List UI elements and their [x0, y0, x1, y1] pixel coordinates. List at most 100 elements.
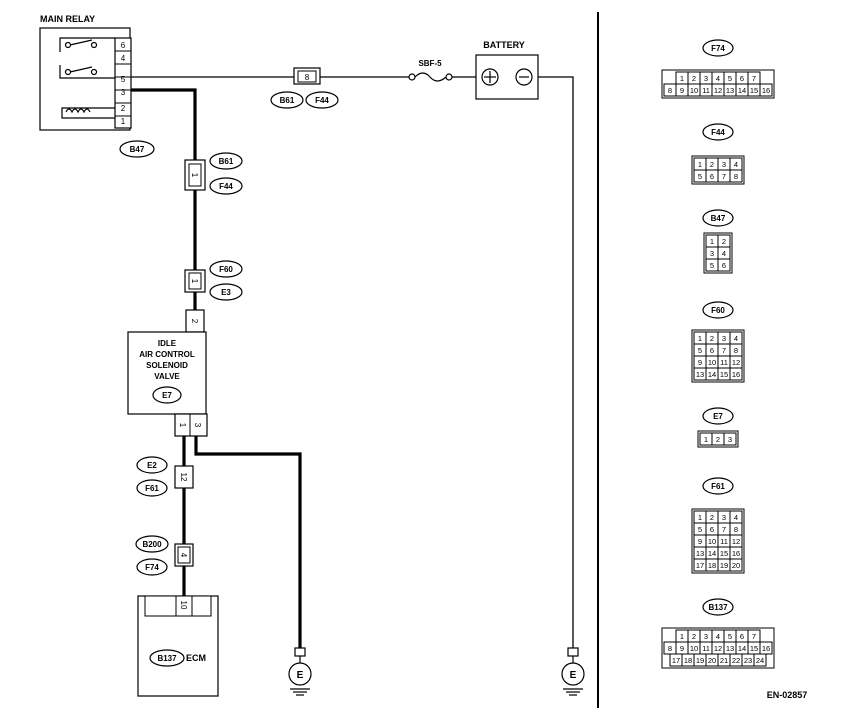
iacv: 2 IDLE AIR CONTROL SOLENOID VALVE E7 1 3 — [127, 309, 208, 437]
main-relay-pin-column — [114, 37, 132, 129]
connector-pin: 2 — [710, 160, 714, 169]
connector-pin: 5 — [710, 261, 714, 270]
connector-pin: 13 — [696, 549, 704, 558]
joint-f60-e3-top-label: F60 — [219, 265, 233, 274]
connector-pin: 8 — [668, 644, 672, 653]
figure-id: EN-02857 — [767, 690, 808, 700]
connector-pin: 8 — [668, 86, 672, 95]
connector-pin: 3 — [722, 160, 726, 169]
main-relay-pin-5: 5 — [121, 75, 126, 84]
connector-pin: 3 — [710, 249, 714, 258]
joint-e2-f61: 12 E2 F61 — [136, 456, 194, 497]
connector-pin: 20 — [708, 656, 716, 665]
connector-pin: 5 — [728, 632, 732, 641]
main-relay-pin-3: 3 — [121, 88, 126, 97]
fuse-label: SBF-5 — [418, 59, 442, 68]
connector-pin: 3 — [728, 435, 732, 444]
connector-pin: 9 — [680, 86, 684, 95]
connector-pin: 1 — [680, 632, 684, 641]
connector-pin: 11 — [702, 86, 710, 95]
connector-pin: 20 — [732, 561, 740, 570]
joint-f60-e3-bottom-label: E3 — [221, 288, 231, 297]
ecm-connector-label: B137 — [157, 654, 177, 663]
connector-pin: 5 — [698, 525, 702, 534]
connector-pin: 23 — [744, 656, 752, 665]
connector-pin: 13 — [726, 86, 734, 95]
joint-top: 8 B61 F44 — [270, 67, 339, 109]
connector-view-label: F61 — [711, 482, 725, 491]
connector-pin: 1 — [680, 74, 684, 83]
connector-pin: 15 — [720, 549, 728, 558]
iacv-line3: SOLENOID — [146, 361, 188, 370]
main-relay-pin-6: 6 — [121, 41, 126, 50]
main-relay-connector-oval — [119, 140, 155, 158]
main-relay-pin-1: 1 — [121, 117, 126, 126]
connector-pin: 9 — [698, 537, 702, 546]
connector-pin: 19 — [720, 561, 728, 570]
iacv-connector-label: E7 — [162, 391, 172, 400]
main-relay-connector-label: B47 — [130, 145, 145, 154]
connector-pin: 22 — [732, 656, 740, 665]
connector-pin: 12 — [714, 86, 722, 95]
connector-pin: 1 — [698, 513, 702, 522]
connector-pin: 2 — [710, 513, 714, 522]
connector-pin: 2 — [716, 435, 720, 444]
ground-right: E — [561, 647, 585, 696]
connector-pin: 2 — [692, 632, 696, 641]
connector-pin: 10 — [708, 537, 716, 546]
wire-battery-negative — [538, 76, 574, 648]
main-relay-pin-4: 4 — [121, 54, 126, 63]
connector-pin: 16 — [732, 549, 740, 558]
connector-pin: 11 — [702, 644, 710, 653]
connector-pin: 6 — [740, 74, 744, 83]
main-relay: MAIN RELAY 6 4 5 3 2 — [39, 14, 155, 158]
connector-pin: 4 — [734, 160, 738, 169]
joint-b200-f74-bottom-label: F74 — [145, 563, 159, 572]
connector-pin: 15 — [720, 370, 728, 379]
connector-pin: 17 — [672, 656, 680, 665]
connector-pin: 16 — [762, 644, 770, 653]
wire-iacv-pin3 — [194, 436, 302, 648]
connector-pin: 3 — [704, 632, 708, 641]
connector-pin: 10 — [690, 86, 698, 95]
connector-pin: 18 — [684, 656, 692, 665]
connector-pin: 11 — [720, 358, 728, 367]
joint-b61-f44-pin: 1 — [190, 173, 199, 178]
connector-view-label: F74 — [711, 44, 725, 53]
fuse: SBF-5 — [408, 59, 453, 82]
connector-pin: 4 — [716, 632, 720, 641]
connector-pin: 6 — [740, 632, 744, 641]
connector-pin: 3 — [722, 334, 726, 343]
connector-pin: 14 — [738, 644, 746, 653]
connector-pin: 16 — [732, 370, 740, 379]
joint-b200-f74-top-label: B200 — [142, 540, 162, 549]
joint-e2-f61-top-label: E2 — [147, 461, 157, 470]
connector-pin: 9 — [680, 644, 684, 653]
connector-pin: 15 — [750, 86, 758, 95]
connector-pin: 6 — [710, 525, 714, 534]
connector-pin: 2 — [692, 74, 696, 83]
connector-pin: 6 — [722, 261, 726, 270]
connector-pin: 8 — [734, 172, 738, 181]
connector-pin: 12 — [714, 644, 722, 653]
joint-b61-f44-bottom-label: F44 — [219, 182, 233, 191]
ecm-pin: 10 — [179, 601, 188, 610]
iacv-line4: VALVE — [154, 372, 180, 381]
ground-left: E — [288, 647, 312, 696]
relay-coil-icon — [61, 107, 115, 119]
connector-pin: 15 — [750, 644, 758, 653]
connector-pin: 7 — [722, 525, 726, 534]
iacv-line2: AIR CONTROL — [139, 350, 195, 359]
connector-pin: 13 — [696, 370, 704, 379]
connector-pin: 2 — [722, 237, 726, 246]
iacv-pin-1: 1 — [178, 423, 187, 428]
joint-top-right-label: F44 — [315, 96, 329, 105]
connector-pin: 6 — [710, 346, 714, 355]
connector-pin: 1 — [710, 237, 714, 246]
connector-pin: 24 — [756, 656, 764, 665]
joint-b61-f44: 1 B61 F44 — [184, 152, 243, 195]
